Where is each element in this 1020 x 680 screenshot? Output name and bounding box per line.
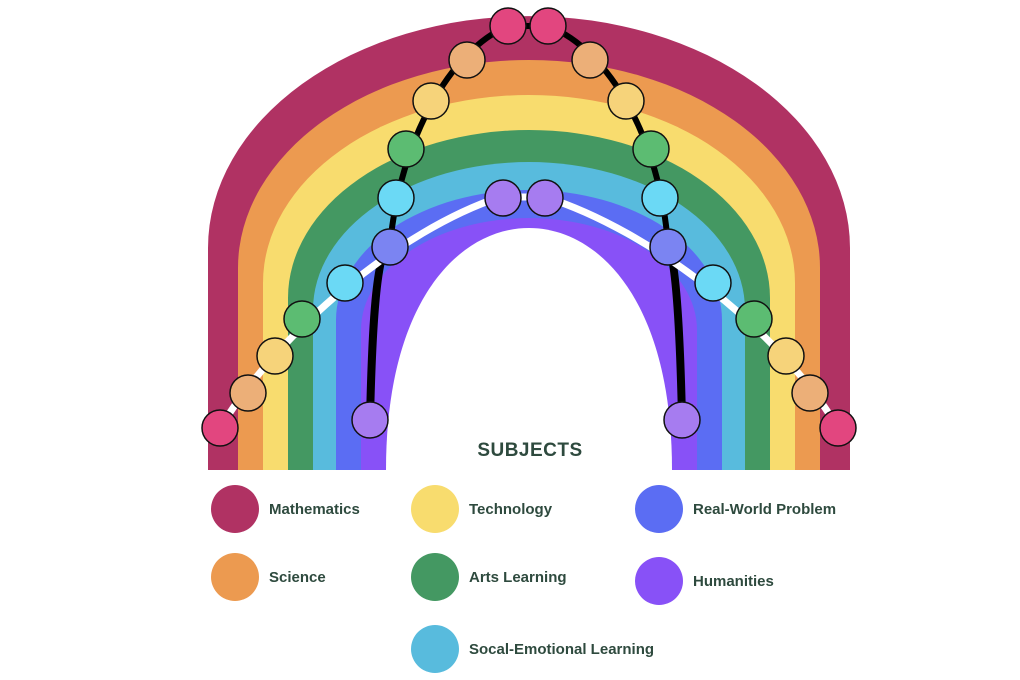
bead-peach: [229, 374, 267, 412]
bead-cyan: [694, 264, 732, 302]
bead-green: [632, 130, 670, 168]
bead-pink: [201, 409, 239, 447]
bead-blue: [371, 228, 409, 266]
bead-violet: [484, 179, 522, 217]
bead-cyan: [641, 179, 679, 217]
bead-yellow: [607, 82, 645, 120]
bead-peach: [791, 374, 829, 412]
bead-pink: [529, 7, 567, 45]
bead-peach: [448, 41, 486, 79]
arch-opening: [386, 228, 672, 470]
bead-violet: [526, 179, 564, 217]
bead-violet: [351, 401, 389, 439]
diagram-title: SUBJECTS: [477, 440, 583, 461]
bead-cyan: [326, 264, 364, 302]
bead-violet: [663, 401, 701, 439]
rainbow-arches: [208, 16, 850, 470]
bead-green: [387, 130, 425, 168]
bead-green: [735, 300, 773, 338]
bead-yellow: [767, 337, 805, 375]
bead-blue: [649, 228, 687, 266]
bead-peach: [571, 41, 609, 79]
bead-yellow: [256, 337, 294, 375]
bead-cyan: [377, 179, 415, 217]
beads: [201, 7, 857, 447]
bead-green: [283, 300, 321, 338]
bead-pink: [489, 7, 527, 45]
bead-yellow: [412, 82, 450, 120]
bead-pink: [819, 409, 857, 447]
